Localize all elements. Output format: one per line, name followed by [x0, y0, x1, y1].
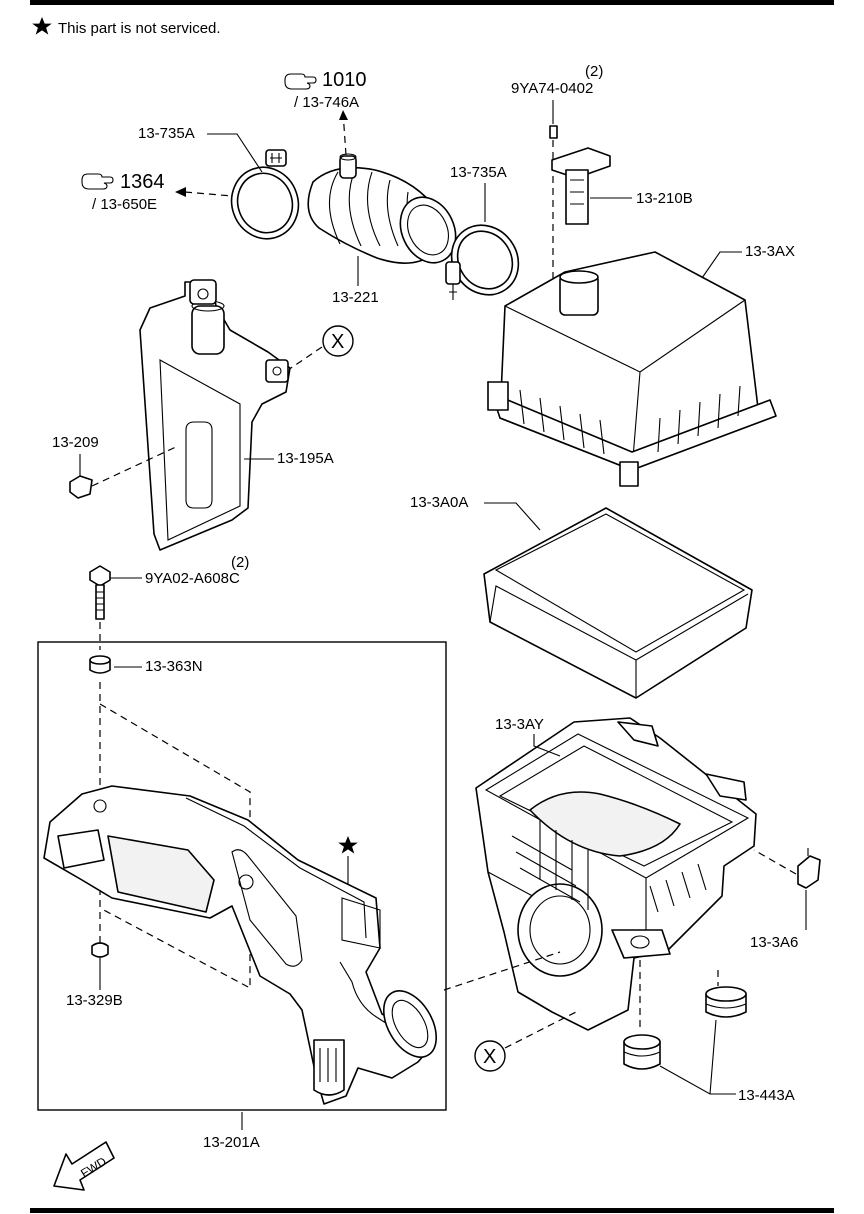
x-marker-label: X — [331, 331, 344, 353]
air-cleaner-case[interactable] — [475, 717, 757, 1031]
label-9YA02: 9YA02-A608C — [145, 570, 240, 587]
leader-1364 — [184, 191, 233, 197]
mass-air-flow-sensor[interactable] — [551, 147, 611, 225]
pointing-hand-icon — [81, 173, 114, 190]
label-13-363N: 13-363N — [145, 658, 203, 675]
label-13-3A0A: 13-3A0A — [410, 494, 468, 511]
leader — [533, 734, 561, 757]
x-marker-bottom: X — [474, 1040, 506, 1072]
leader — [91, 445, 179, 487]
air-cleaner-cover[interactable] — [487, 251, 777, 487]
leader — [207, 133, 263, 173]
label-13-209: 13-209 — [52, 434, 99, 451]
leader — [99, 703, 251, 989]
ref-number: 1364 — [120, 171, 165, 193]
mount-13-443A-left[interactable] — [623, 1034, 661, 1070]
label-13-3A6: 13-3A6 — [750, 934, 798, 951]
label-13-210B: 13-210B — [636, 190, 693, 207]
label-13-735A-left: 13-735A — [138, 125, 195, 142]
leader — [484, 502, 541, 531]
grommet-13-363N[interactable] — [89, 655, 111, 674]
label-9YA74-qty: (2) — [585, 63, 603, 80]
legend-text: This part is not serviced. — [58, 20, 221, 37]
arrow-head — [175, 187, 186, 197]
ref-sub: / 13-650E — [92, 196, 157, 213]
air-filter[interactable] — [483, 507, 753, 699]
label-13-201A: 13-201A — [203, 1134, 260, 1151]
label-9YA02-qty: (2) — [231, 554, 249, 571]
clip-13-209[interactable] — [69, 475, 93, 499]
x-marker-top: X — [322, 325, 354, 357]
label-13-221: 13-221 — [332, 289, 379, 306]
mount-13-443A-right[interactable] — [705, 986, 747, 1018]
star-icon — [338, 836, 358, 854]
air-duct[interactable] — [43, 785, 447, 1105]
arrow-head — [339, 110, 348, 120]
clamp-left[interactable] — [222, 149, 309, 248]
ref-number: 1010 — [322, 69, 367, 91]
label-13-3AX: 13-3AX — [745, 243, 795, 260]
pointing-hand-icon — [284, 73, 317, 90]
legend: This part is not serviced. — [32, 17, 221, 37]
label-13-443A: 13-443A — [738, 1087, 795, 1104]
star-icon — [32, 17, 52, 35]
x-marker-label: X — [483, 1046, 496, 1068]
label-13-735A-right: 13-735A — [450, 164, 507, 181]
label-13-329B: 13-329B — [66, 992, 123, 1009]
intake-hose[interactable] — [307, 153, 466, 272]
bolt-9YA02[interactable] — [89, 565, 111, 620]
grommet-13-329B[interactable] — [91, 942, 109, 958]
top-border — [30, 0, 834, 5]
leader — [443, 951, 561, 991]
label-13-195A: 13-195A — [277, 450, 334, 467]
bottom-border — [30, 1208, 834, 1213]
assembly-frame — [37, 641, 447, 1111]
label-13-3AY: 13-3AY — [495, 716, 544, 733]
leader — [701, 251, 742, 279]
clip-13-3A6[interactable] — [797, 848, 821, 889]
resonator[interactable] — [139, 279, 291, 551]
leader — [639, 960, 719, 1028]
leader — [504, 1009, 581, 1049]
label-9YA74: 9YA74-0402 — [511, 80, 593, 97]
fwd-arrow-icon: FWD — [53, 1141, 115, 1191]
ref-sub: / 13-746A — [294, 94, 359, 111]
leader — [659, 1019, 736, 1095]
leader — [287, 346, 323, 371]
ref-1364[interactable]: 1364 / 13-650E — [81, 171, 165, 213]
screw-9YA74[interactable] — [549, 100, 558, 139]
leader — [753, 849, 797, 875]
clamp-right[interactable] — [438, 212, 532, 308]
ref-1010[interactable]: 1010 / 13-746A — [284, 69, 367, 111]
